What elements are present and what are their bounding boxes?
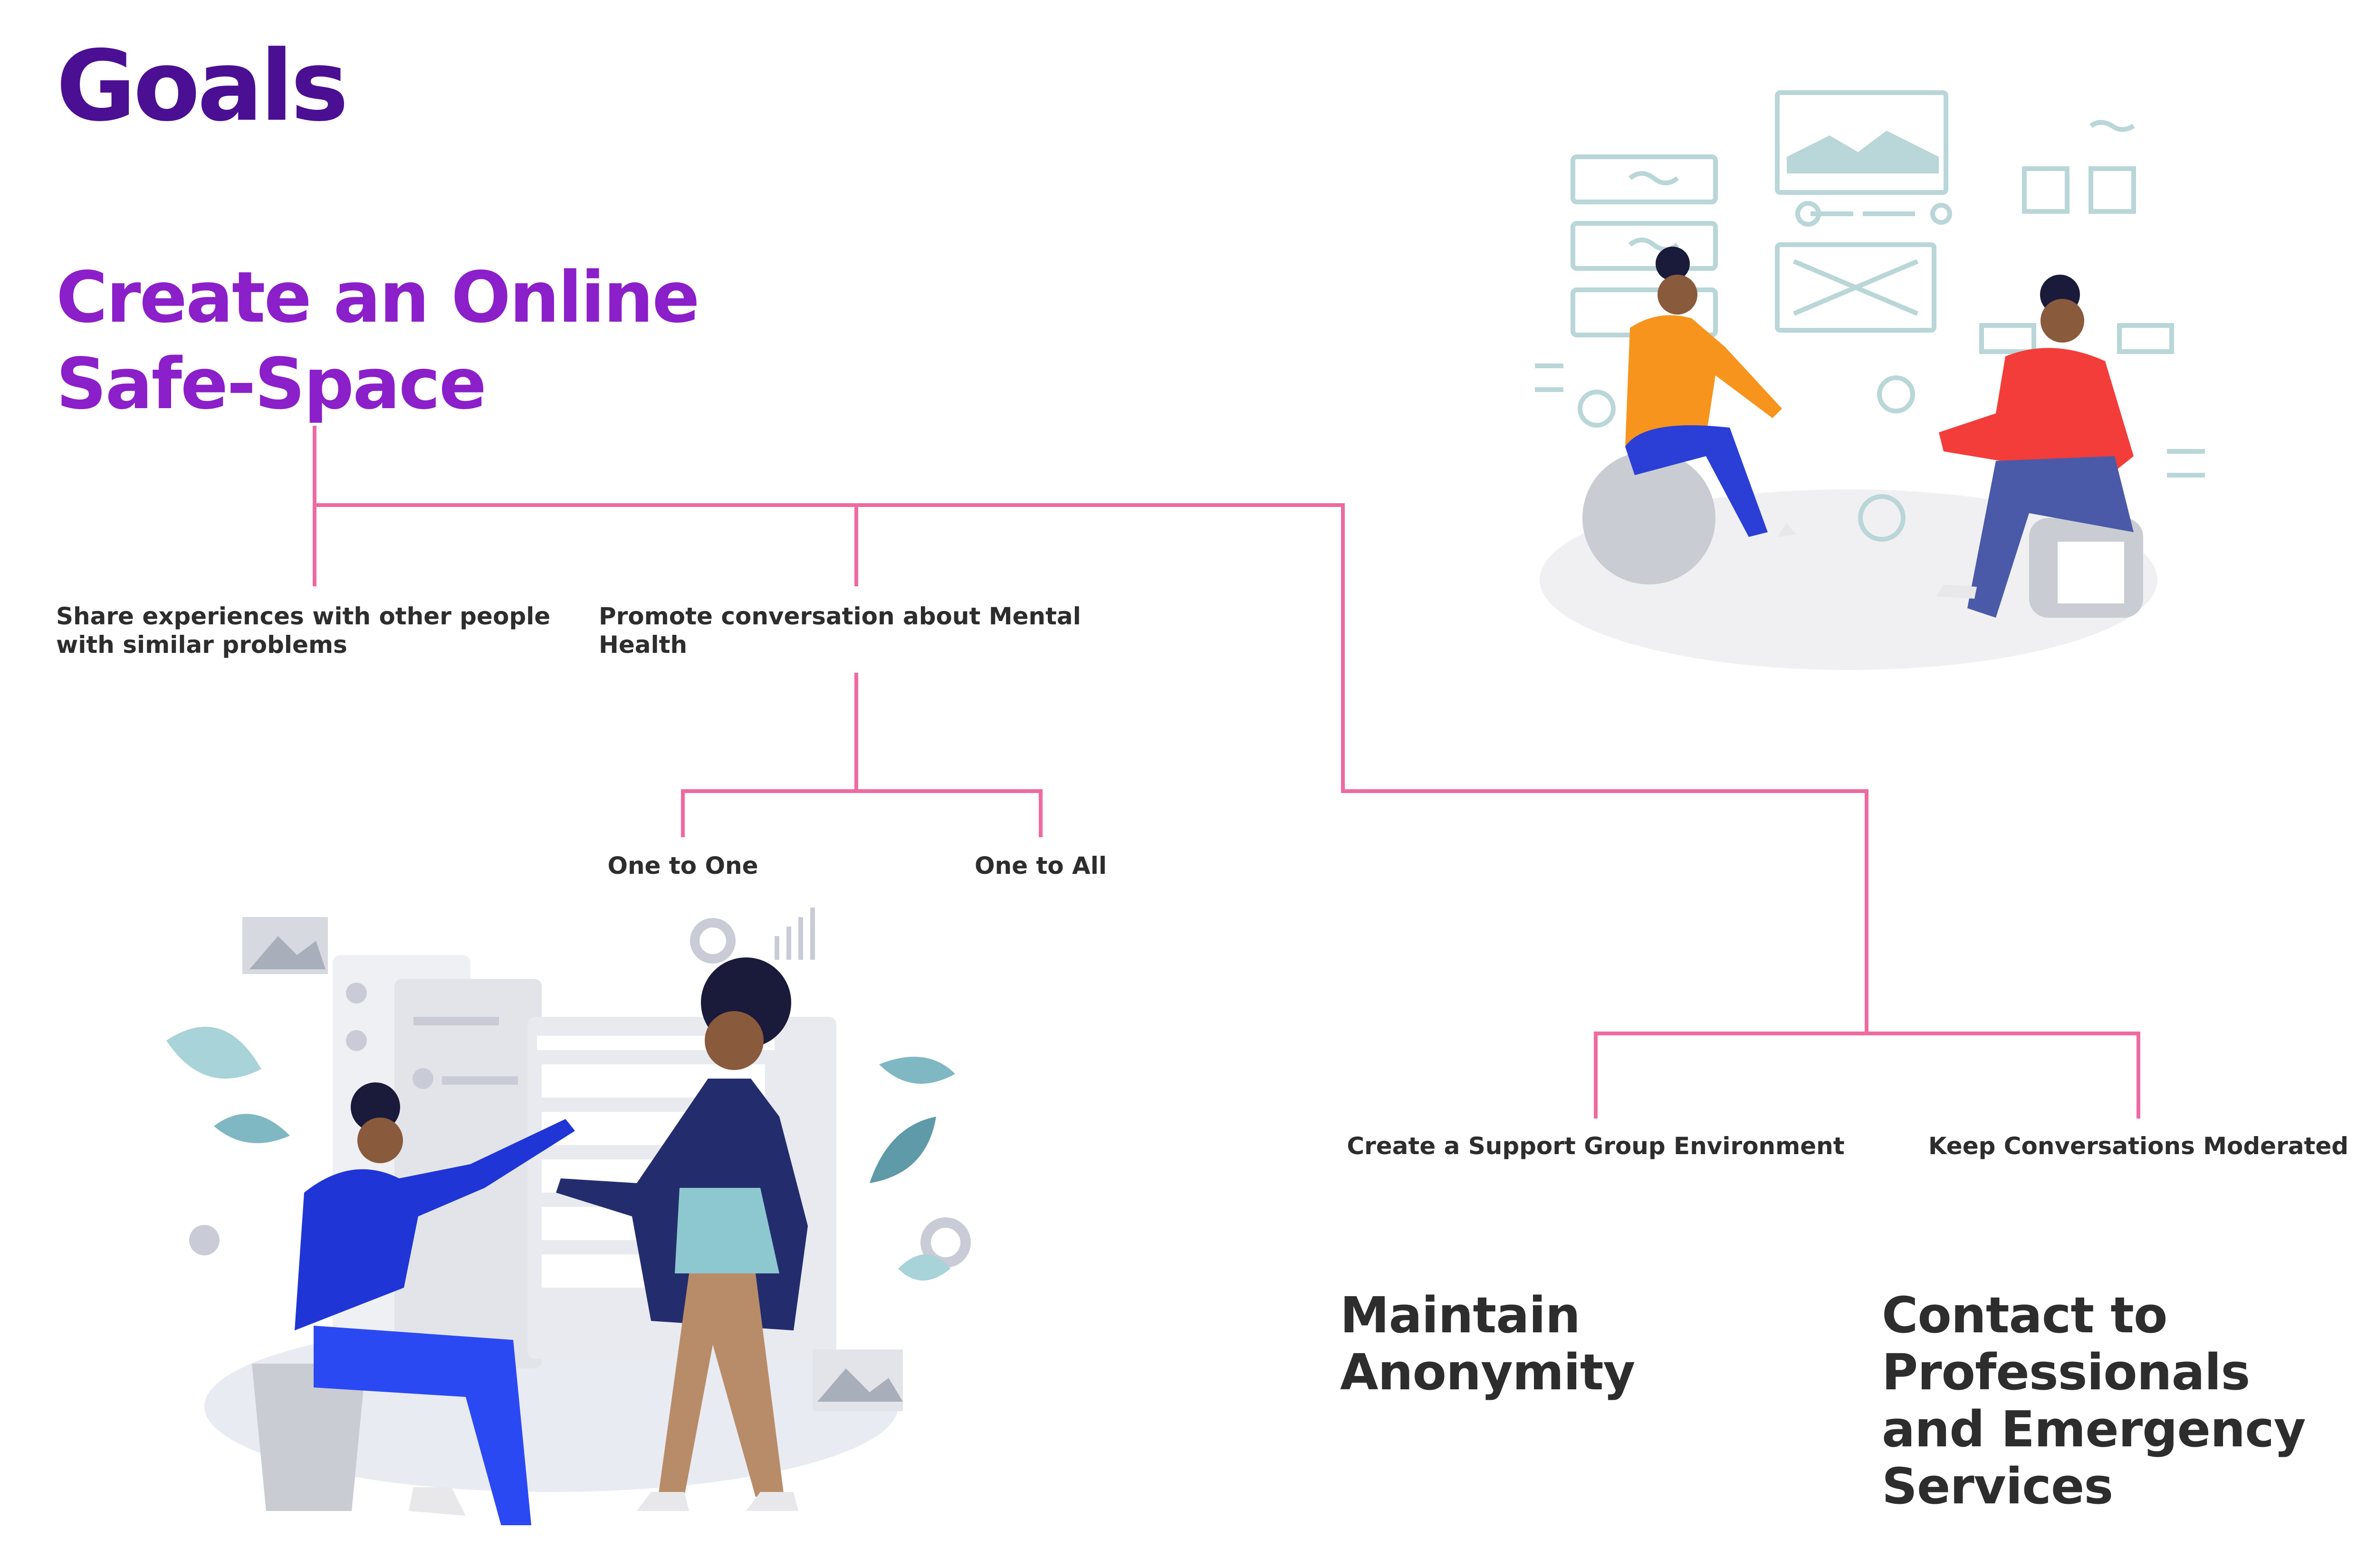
- outcome-contact-line-2: Professionals: [1882, 1343, 2250, 1401]
- person-blue-shirt: [295, 1082, 575, 1525]
- connector-promote-children: [681, 673, 1043, 837]
- page-title: Goals: [56, 30, 349, 143]
- illustration-conversation: [1535, 90, 2205, 670]
- person-navy-jacket: [556, 957, 808, 1511]
- main-goal-line-1: Create an Online: [56, 257, 700, 338]
- main-goal-heading: Create an Online Safe-Space: [56, 254, 959, 427]
- goal-promote-conversation: Promote conversation about Mental Health: [599, 602, 1081, 659]
- sketch-ui-panels: [1535, 90, 2205, 478]
- outcome-anonymity-line-1: Maintain: [1340, 1286, 1581, 1344]
- check-icon: [1858, 494, 1906, 542]
- goal-one-to-all: One to All: [974, 852, 1107, 880]
- goal-promote-line-2: Health: [599, 631, 688, 659]
- seat-ball: [1582, 451, 1715, 584]
- seat-block-hole: [2058, 542, 2124, 603]
- bar-chart-icon: [775, 908, 815, 960]
- person-red-sweater: [1936, 275, 2134, 618]
- outcome-contact-line-3: and Emergency: [1882, 1400, 2306, 1458]
- outcome-anonymity: Maintain Anonymity: [1340, 1287, 1635, 1401]
- goal-promote-line-1: Promote conversation about Mental: [599, 602, 1081, 630]
- outcome-contact-line-4: Services: [1882, 1457, 2113, 1515]
- pie-icon-left: [189, 1225, 220, 1255]
- sketch-landscape-image: [1787, 131, 1939, 173]
- outcome-contact-professionals: Contact to Professionals and Emergency S…: [1882, 1287, 2306, 1515]
- outcome-anonymity-line-2: Anonymity: [1340, 1343, 1635, 1401]
- plant-leaves: [166, 1026, 955, 1281]
- donut-chart-icon: [690, 918, 736, 964]
- plant-pot: [252, 1364, 366, 1511]
- goal-support-group: Create a Support Group Environment: [1347, 1132, 1845, 1160]
- main-goal-line-2: Safe-Space: [56, 343, 487, 425]
- connector-to-right-branch: [1341, 503, 1868, 1035]
- outcome-contact-line-1: Contact to: [1882, 1286, 2167, 1344]
- goal-one-to-one: One to One: [607, 852, 758, 880]
- goal-share-line-2: with similar problems: [56, 631, 347, 659]
- connector-right-children: [1594, 1032, 2140, 1119]
- goal-moderated: Keep Conversations Moderated: [1928, 1132, 2349, 1160]
- goal-share-line-1: Share experiences with other people: [56, 602, 551, 630]
- pie-icon-right: [920, 1217, 971, 1268]
- person-orange-jacket: [1625, 247, 1796, 537]
- illustration-app-discussion: [166, 908, 971, 1525]
- goal-share-experiences: Share experiences with other people with…: [56, 602, 550, 659]
